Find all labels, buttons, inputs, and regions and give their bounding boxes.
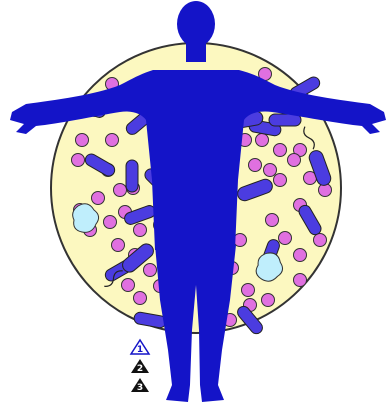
coccus-icon: [144, 264, 157, 277]
coccus-icon: [274, 144, 287, 157]
coccus-icon: [114, 184, 127, 197]
coccus-icon: [242, 284, 255, 297]
marker-1-label: 1: [137, 345, 143, 355]
coccus-icon: [112, 239, 125, 252]
silhouette-neck: [186, 40, 206, 62]
coccus-icon: [294, 274, 307, 287]
marker-stack: 1 2 3: [131, 340, 149, 393]
bacillus-icon: [126, 160, 138, 192]
coccus-icon: [92, 192, 105, 205]
coccus-icon: [264, 164, 277, 177]
marker-3: 3: [131, 378, 149, 393]
coccus-icon: [262, 294, 275, 307]
coccus-icon: [279, 232, 292, 245]
coccus-icon: [122, 279, 135, 292]
coccus-icon: [72, 154, 85, 167]
coccus-icon: [106, 134, 119, 147]
coccus-icon: [256, 134, 269, 147]
coccus-icon: [134, 292, 147, 305]
marker-2: 2: [131, 359, 149, 374]
coccus-icon: [274, 174, 287, 187]
marker-3-label: 3: [137, 383, 143, 393]
marker-2-label: 2: [137, 364, 143, 374]
coccus-icon: [76, 134, 89, 147]
coccus-icon: [134, 224, 147, 237]
coccus-icon: [266, 214, 279, 227]
coccus-icon: [249, 159, 262, 172]
coccus-icon: [314, 234, 327, 247]
marker-1: 1: [131, 340, 149, 355]
coccus-icon: [104, 216, 117, 229]
coccus-icon: [294, 249, 307, 262]
coccus-icon: [288, 154, 301, 167]
